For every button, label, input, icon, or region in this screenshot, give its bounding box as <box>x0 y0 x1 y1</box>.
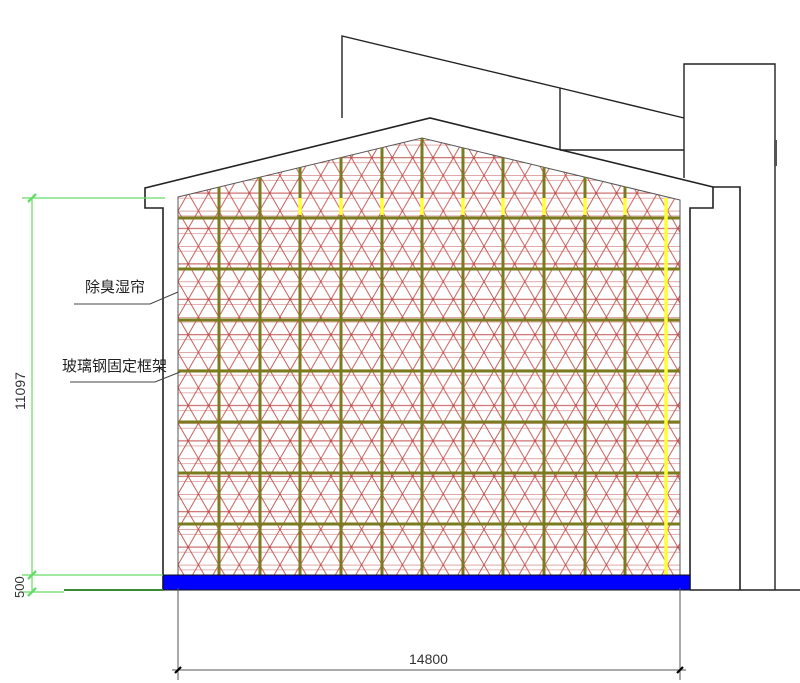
dimension-width: 14800 <box>409 651 448 667</box>
dimension-height-base: 500 <box>12 576 27 598</box>
rear-building-outline <box>341 35 776 590</box>
wet-curtain-panel <box>178 138 680 575</box>
vertical-dimension <box>22 193 165 597</box>
horizontal-dimension <box>172 588 686 680</box>
base-foundation <box>162 574 691 591</box>
highlighted-members <box>298 198 668 575</box>
leader-frame <box>70 371 181 383</box>
label-deodorizing-curtain: 除臭湿帘 <box>85 278 146 296</box>
curtain-outline <box>177 137 681 576</box>
label-frp-frame: 玻璃钢固定框架 <box>62 357 168 375</box>
dimension-height-main: 11097 <box>12 372 28 410</box>
leader-curtain <box>74 291 179 305</box>
roof-outline <box>144 117 741 590</box>
side-fixture <box>774 140 777 166</box>
